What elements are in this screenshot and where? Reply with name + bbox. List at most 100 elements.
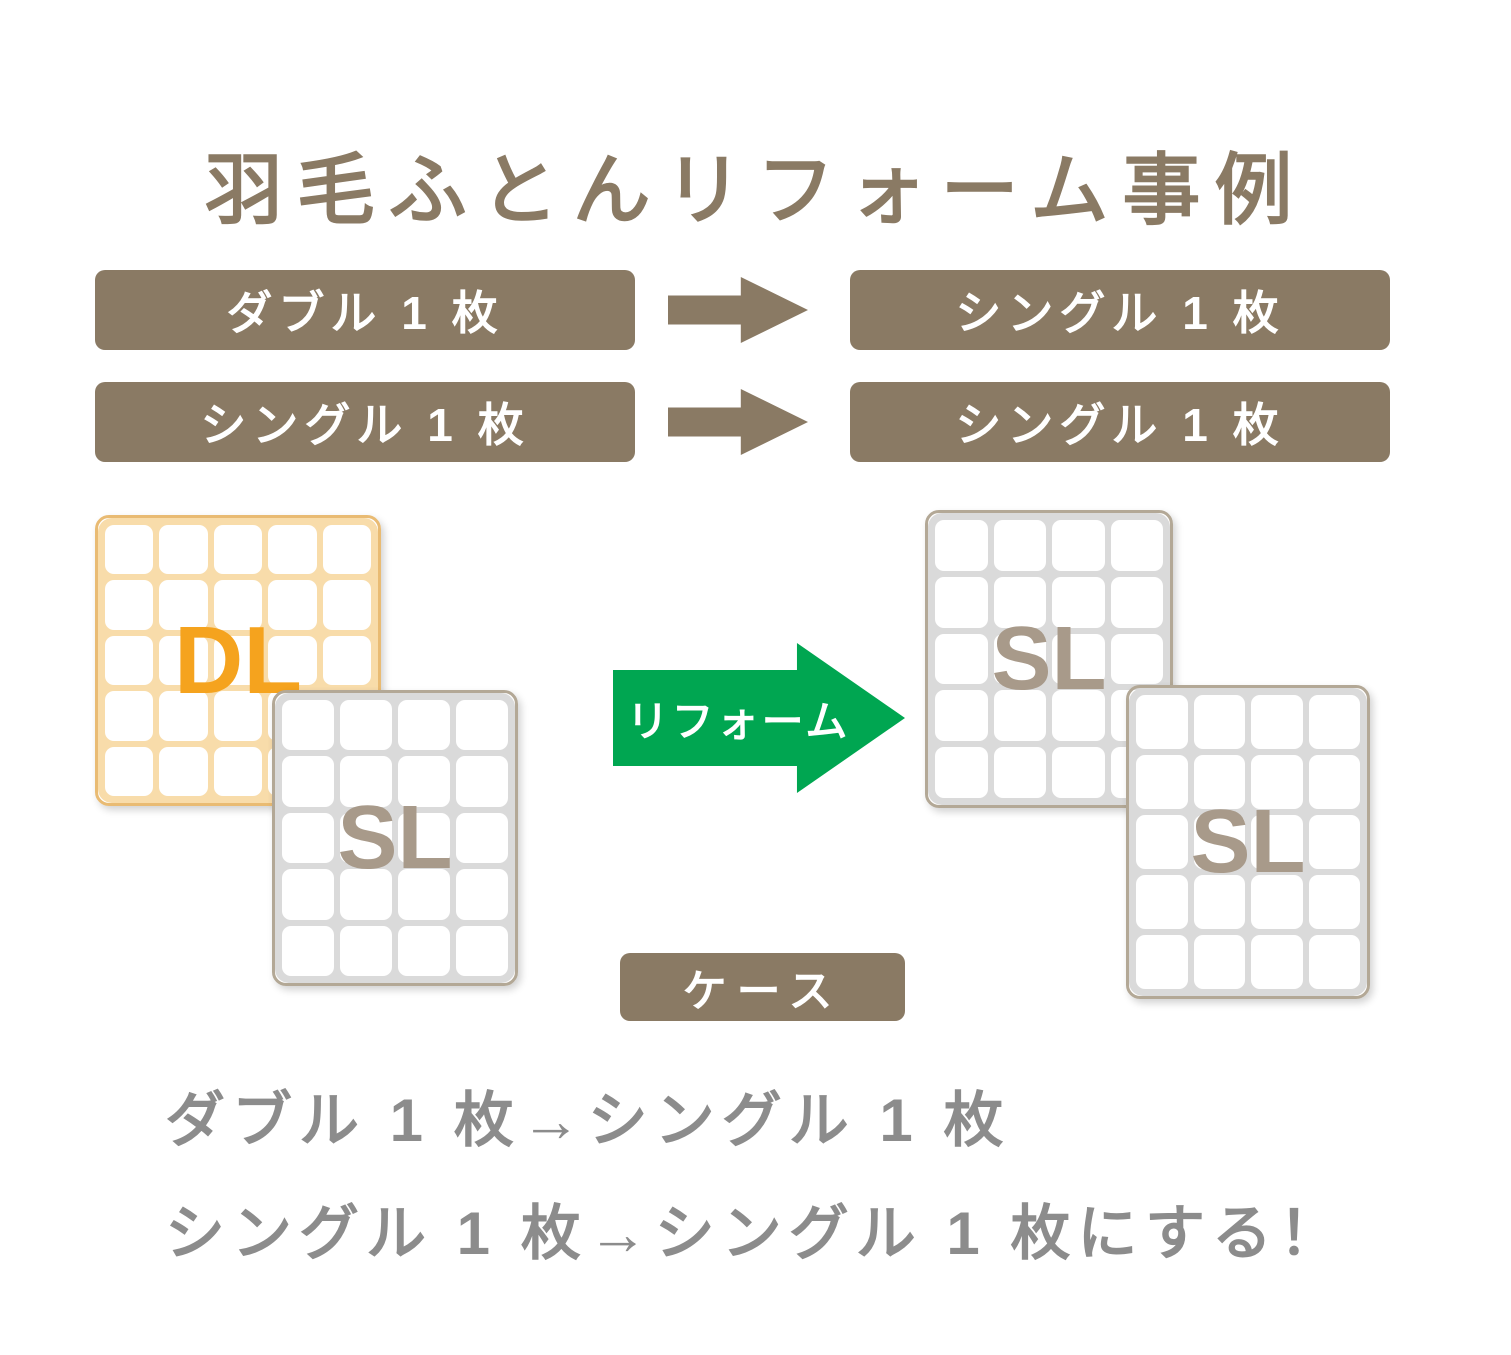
quilt-cell xyxy=(105,635,154,686)
quilt-cell xyxy=(993,520,1046,571)
quilt-cell xyxy=(1251,755,1303,809)
quilt-cell xyxy=(105,746,154,796)
quilt-pattern xyxy=(1129,688,1367,996)
quilt-cell xyxy=(1136,815,1188,869)
quilt-cell xyxy=(1193,935,1245,989)
quilt-cell xyxy=(105,691,154,741)
caption-line-2: シングル 1 枚→シングル 1 枚にする！ xyxy=(165,1200,1347,1267)
quilt-cell xyxy=(1308,935,1360,989)
caption-line-1: ダブル 1 枚→シングル 1 枚 xyxy=(165,1087,1011,1154)
bar-to-single-2-label: シングル 1 枚 xyxy=(955,399,1285,451)
quilt-cell xyxy=(213,746,263,796)
reform-arrow: リフォーム xyxy=(613,643,905,793)
quilt-cell xyxy=(213,691,263,741)
quilt-cell xyxy=(1193,875,1245,929)
quilt-cell xyxy=(398,925,450,976)
quilt-cell xyxy=(340,756,392,807)
quilt-cell xyxy=(935,520,988,571)
quilt-cell xyxy=(993,576,1046,628)
quilt-cell xyxy=(398,756,450,807)
quilt-cell xyxy=(282,869,334,920)
quilt-cell xyxy=(993,747,1046,798)
quilt-cell xyxy=(1251,935,1303,989)
quilt-cell xyxy=(159,691,208,741)
quilt-cell xyxy=(1251,815,1303,869)
quilt-cell xyxy=(1136,695,1188,749)
quilt-cell xyxy=(1308,875,1360,929)
quilt-cell xyxy=(935,576,988,628)
quilt-cell xyxy=(993,633,1046,685)
quilt-cell xyxy=(268,580,317,630)
quilt-cell xyxy=(1136,935,1188,989)
quilt-cell xyxy=(935,747,988,798)
bar-to-single-1-label: シングル 1 枚 xyxy=(955,287,1285,339)
right-arrow-icon xyxy=(668,277,808,343)
quilt-cell xyxy=(1193,815,1245,869)
futon-single-left: SL xyxy=(272,690,518,986)
bar-to-single-2: シングル 1 枚 xyxy=(850,382,1390,462)
quilt-cell xyxy=(1136,875,1188,929)
quilt-cell xyxy=(105,525,154,575)
quilt-cell xyxy=(322,580,371,630)
quilt-cell xyxy=(322,525,371,575)
quilt-cell xyxy=(340,700,392,751)
quilt-cell xyxy=(105,580,154,630)
quilt-cell xyxy=(456,700,508,751)
quilt-cell xyxy=(340,925,392,976)
quilt-cell xyxy=(282,756,334,807)
quilt-cell xyxy=(935,633,988,685)
right-arrow-icon xyxy=(668,389,808,455)
quilt-cell xyxy=(159,746,208,796)
quilt-cell xyxy=(1052,520,1105,571)
quilt-cell xyxy=(456,869,508,920)
quilt-pattern xyxy=(275,693,515,983)
quilt-cell xyxy=(1251,695,1303,749)
quilt-cell xyxy=(398,700,450,751)
quilt-cell xyxy=(1110,520,1163,571)
quilt-cell xyxy=(159,525,208,575)
quilt-cell xyxy=(456,812,508,864)
quilt-cell xyxy=(213,635,263,686)
caption: ダブル 1 枚→シングル 1 枚 シングル 1 枚→シングル 1 枚にする！ xyxy=(165,1072,1346,1298)
page-title: 羽毛ふとんリフォーム事例 xyxy=(204,146,1307,234)
quilt-cell xyxy=(1308,695,1360,749)
bar-to-single-1: シングル 1 枚 xyxy=(850,270,1390,350)
quilt-cell xyxy=(935,690,988,742)
futon-single-right-bottom: SL xyxy=(1126,685,1370,999)
quilt-cell xyxy=(1052,633,1105,685)
quilt-cell xyxy=(1193,695,1245,749)
bar-from-single-label: シングル 1 枚 xyxy=(200,399,530,451)
quilt-cell xyxy=(282,700,334,751)
quilt-cell xyxy=(282,925,334,976)
quilt-cell xyxy=(1251,875,1303,929)
quilt-cell xyxy=(1193,755,1245,809)
quilt-cell xyxy=(1052,576,1105,628)
quilt-cell xyxy=(1052,690,1105,742)
quilt-cell xyxy=(340,812,392,864)
quilt-cell xyxy=(1110,576,1163,628)
reform-arrow-label: リフォーム xyxy=(626,697,851,745)
quilt-cell xyxy=(268,635,317,686)
quilt-cell xyxy=(398,812,450,864)
quilt-cell xyxy=(1136,755,1188,809)
quilt-cell xyxy=(1308,815,1360,869)
quilt-cell xyxy=(1110,633,1163,685)
quilt-cell xyxy=(1052,747,1105,798)
case-badge: ケース xyxy=(620,953,905,1021)
quilt-cell xyxy=(993,690,1046,742)
quilt-cell xyxy=(456,925,508,976)
quilt-cell xyxy=(213,525,263,575)
quilt-cell xyxy=(398,869,450,920)
quilt-cell xyxy=(1308,755,1360,809)
bar-from-double-label: ダブル 1 枚 xyxy=(226,287,504,339)
quilt-cell xyxy=(456,756,508,807)
quilt-cell xyxy=(268,525,317,575)
quilt-cell xyxy=(213,580,263,630)
bar-from-double: ダブル 1 枚 xyxy=(95,270,635,350)
quilt-cell xyxy=(340,869,392,920)
bar-from-single: シングル 1 枚 xyxy=(95,382,635,462)
quilt-cell xyxy=(159,580,208,630)
quilt-cell xyxy=(282,812,334,864)
quilt-cell xyxy=(159,635,208,686)
